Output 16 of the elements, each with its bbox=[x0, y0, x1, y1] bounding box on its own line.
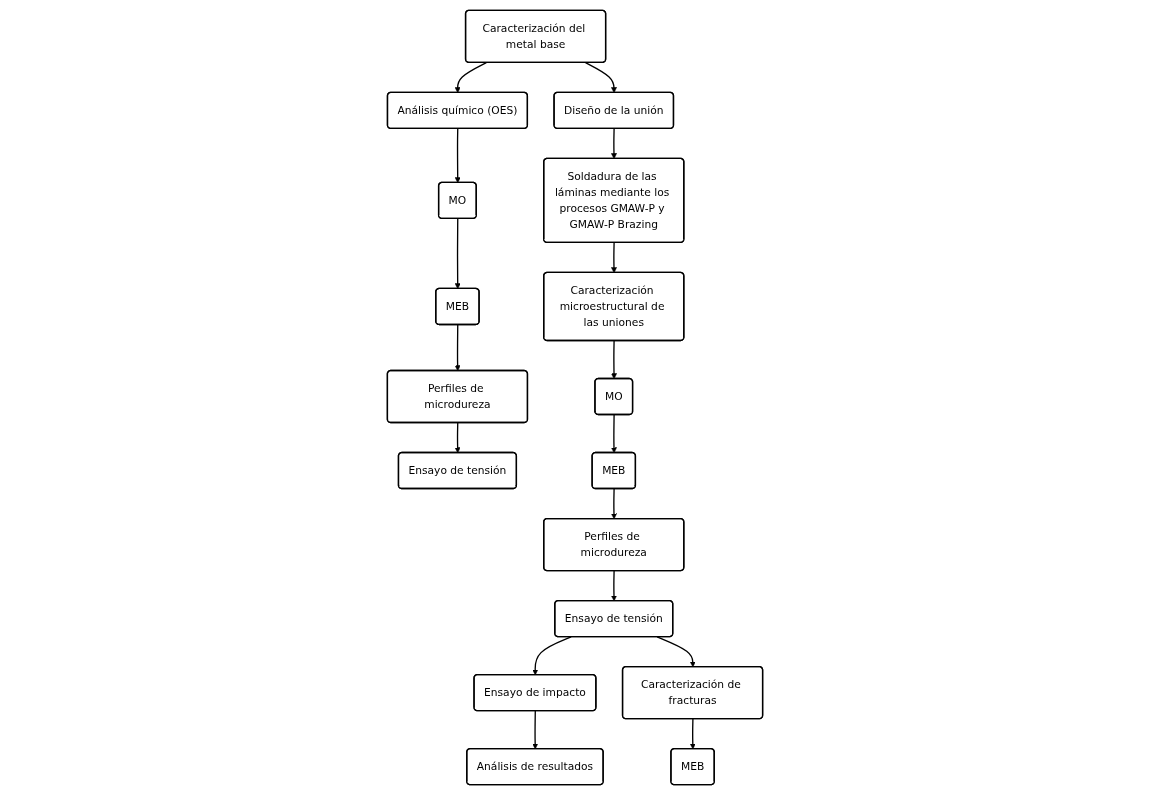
arrow bbox=[532, 710, 539, 750]
arrow bbox=[611, 340, 617, 380]
arrow bbox=[532, 636, 572, 676]
arrow bbox=[454, 324, 461, 372]
arrow bbox=[611, 570, 617, 602]
arrow bbox=[584, 62, 617, 93]
arrow bbox=[454, 128, 461, 183]
arrow bbox=[454, 218, 461, 290]
arrow bbox=[454, 62, 488, 93]
arrow bbox=[454, 422, 461, 454]
arrow bbox=[611, 488, 617, 520]
arrow bbox=[689, 718, 696, 750]
arrow bbox=[656, 636, 696, 668]
arrow bbox=[611, 242, 617, 274]
arrow bbox=[611, 414, 617, 454]
arrow bbox=[611, 128, 617, 159]
